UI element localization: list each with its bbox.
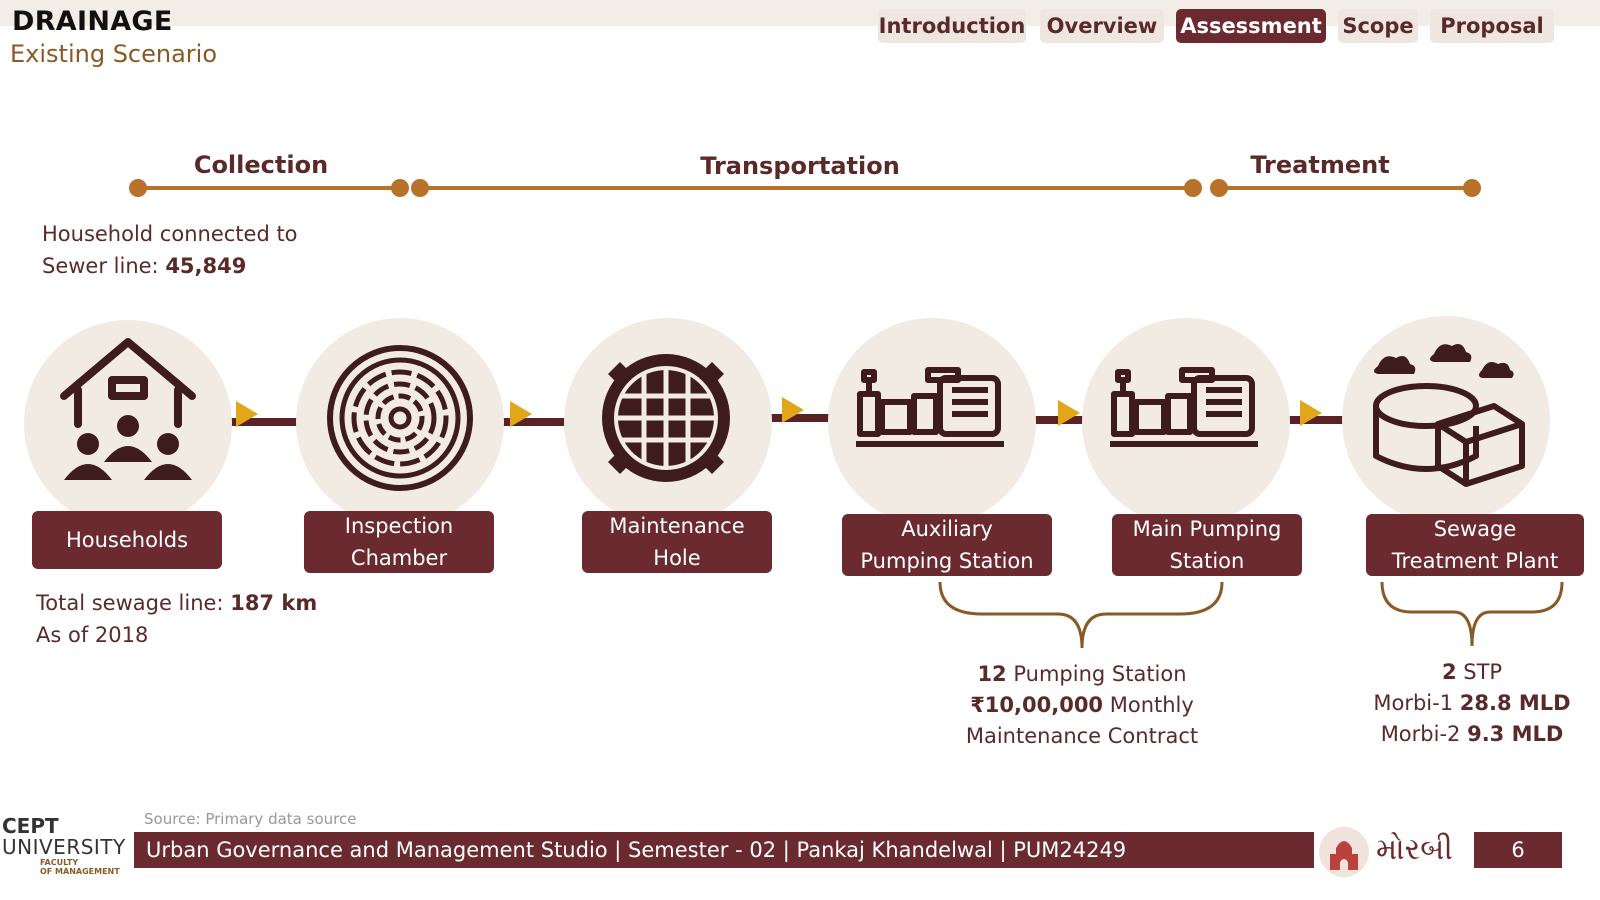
pump-icon	[856, 367, 1004, 447]
treatment-start-dot	[1210, 179, 1228, 197]
pump-icon	[1110, 367, 1258, 447]
phase-transportation-label: Transportation	[700, 152, 900, 180]
page-title: DRAINAGE	[12, 6, 173, 37]
stage-main-pumping-label: Main Pumping Station	[1112, 514, 1302, 576]
flow-arrow-4	[1058, 400, 1080, 426]
connector-1	[212, 418, 318, 426]
source-note: Source: Primary data source	[144, 810, 357, 828]
stage-main-pumping-circle	[1082, 318, 1290, 526]
transportation-start-dot	[411, 179, 429, 197]
tab-scope[interactable]: Scope	[1338, 9, 1418, 43]
pumping-info: 12 Pumping Station ₹10,00,000 Monthly Ma…	[965, 662, 1199, 748]
collection-start-dot	[129, 179, 147, 197]
stp-brace	[1380, 581, 1564, 647]
tab-overview[interactable]: Overview	[1040, 9, 1164, 43]
stage-inspection-chamber-label: Inspection Chamber	[304, 511, 494, 573]
collection-end-dot	[391, 179, 409, 197]
stp-info: 2 STP Morbi-1 28.8 MLD Morbi-2 9.3 MLD	[1373, 660, 1571, 746]
footer-bar: Urban Governance and Management Studio |…	[134, 832, 1314, 868]
flow-arrow-5	[1300, 400, 1322, 426]
flow-arrow-1	[236, 401, 258, 427]
page-subtitle: Existing Scenario	[10, 40, 218, 68]
stage-households-label: Households	[32, 511, 222, 569]
inspection-chamber-icon	[327, 345, 473, 491]
flow-arrow-3	[782, 397, 804, 423]
morbi-city-logo: મોરબી	[1318, 822, 1468, 882]
stage-inspection-chamber-circle	[296, 318, 504, 526]
stage-auxiliary-pumping-circle	[828, 318, 1036, 526]
connector-5	[1278, 416, 1384, 424]
phase-collection-label: Collection	[193, 151, 329, 179]
pumping-brace	[938, 581, 1224, 649]
transportation-end-dot	[1184, 179, 1202, 197]
header-band	[0, 0, 1600, 26]
stage-maintenance-hole-circle	[564, 318, 772, 526]
stage-households-circle	[24, 320, 232, 528]
tab-introduction[interactable]: Introduction	[878, 9, 1026, 43]
treatment-plant-icon	[1373, 344, 1525, 487]
cept-university-logo: CEPT UNIVERSITY FACULTY OF MANAGEMENT	[2, 814, 126, 876]
phase-treatment-label: Treatment	[1250, 151, 1390, 179]
stage-treatment-plant-label: Sewage Treatment Plant	[1366, 514, 1584, 576]
household-connection-stat: Household connected to Sewer line: 45,84…	[42, 222, 298, 278]
stage-treatment-plant-circle	[1342, 316, 1550, 524]
connector-2	[482, 418, 582, 426]
tab-proposal[interactable]: Proposal	[1430, 9, 1554, 43]
treatment-end-dot	[1463, 179, 1481, 197]
phase-timeline	[129, 179, 1481, 197]
flow-arrow-2	[510, 401, 532, 427]
page-number: 6	[1474, 832, 1562, 868]
city-emblem-icon	[1319, 827, 1369, 877]
tab-assessment[interactable]: Assessment	[1176, 9, 1326, 43]
sewage-line-stat: Total sewage line: 187 km As of 2018	[36, 591, 318, 647]
stage-maintenance-hole-label: Maintenance Hole	[582, 511, 772, 573]
stage-auxiliary-pumping-label: Auxiliary Pumping Station	[842, 514, 1052, 576]
city-name: મોરબી	[1376, 832, 1453, 867]
manhole-grate-icon	[602, 354, 730, 482]
house-people-icon	[60, 338, 196, 480]
